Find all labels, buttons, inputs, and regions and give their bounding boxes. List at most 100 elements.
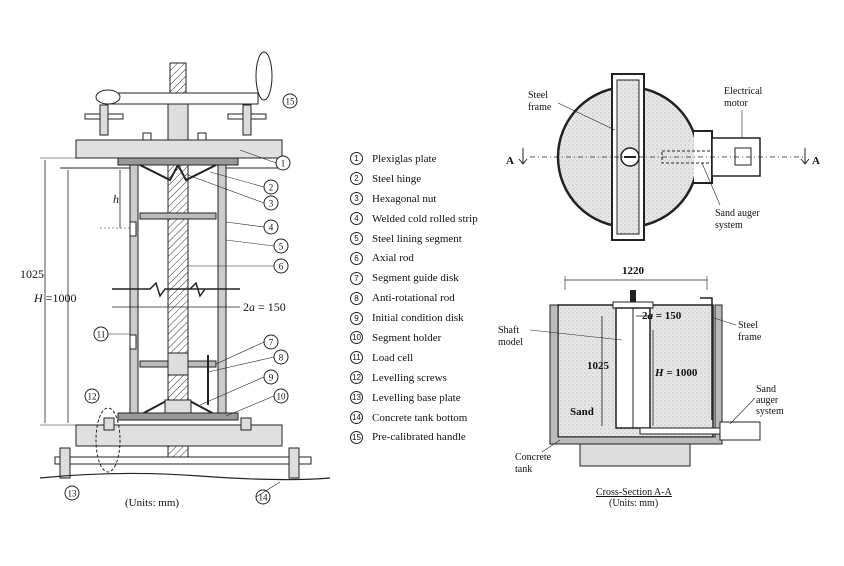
legend-number: 8: [350, 291, 363, 305]
callout-2: 2: [269, 183, 274, 193]
lining-left: [129, 164, 139, 421]
legend-item: 3 Hexagonal nut: [350, 189, 520, 209]
shaft-elevation: 1025 H =1000 h 2a = 150 (Units: mm) 1 2 …: [20, 51, 331, 509]
lining-right: [217, 164, 227, 421]
cs-steel-1: Steel: [738, 320, 758, 331]
legend-label: Steel hinge: [372, 172, 422, 185]
legend-item: 7 Segment guide disk: [350, 268, 520, 288]
plexiglas-plate: [75, 139, 283, 159]
legend-number: 13: [350, 391, 363, 405]
legend-label: Concrete tank bottom: [372, 411, 468, 424]
callout-7: 7: [269, 338, 274, 348]
legend-label: Levelling base plate: [372, 391, 461, 404]
legend-item: 5 Steel lining segment: [350, 229, 520, 249]
legend-number: 2: [350, 172, 363, 186]
handle-bar: [109, 92, 259, 105]
legend-label: Steel lining segment: [372, 232, 462, 245]
legend-label: Anti-rotational rod: [372, 292, 455, 305]
legend-item: 13 Levelling base plate: [350, 388, 520, 408]
legend-item: 14 Concrete tank bottom: [350, 408, 520, 428]
section-a-right: A: [812, 155, 820, 167]
legend-number: 1: [350, 152, 363, 166]
legend-number: 7: [350, 271, 363, 285]
cs-auger-2: auger: [756, 395, 779, 406]
dim-small-h: h: [113, 192, 119, 206]
plan-view: A A Steel frame Electrical motor Sand au…: [506, 73, 820, 241]
callout-4: 4: [269, 223, 274, 233]
legend-label: Pre-calibrated handle: [372, 431, 466, 444]
legend-number: 11: [350, 351, 363, 365]
legend-label: Plexiglas plate: [372, 152, 437, 165]
legend-item: 8 Anti-rotational rod: [350, 288, 520, 308]
cs-units: (Units: mm): [609, 498, 658, 509]
cs-2a: 2a = 150: [642, 310, 682, 322]
levelling-base-plate: [54, 456, 312, 465]
legend-number: 12: [350, 371, 363, 385]
legend-item: 2 Steel hinge: [350, 169, 520, 189]
callout-9: 9: [269, 373, 274, 383]
cs-sand: Sand: [570, 406, 594, 418]
legend-number: 10: [350, 331, 363, 345]
cs-caption: Cross-Section A-A: [596, 487, 673, 498]
cs-shaft-1: Shaft: [498, 325, 519, 336]
legend-item: 10 Segment holder: [350, 328, 520, 348]
legend-label: Levelling screws: [372, 371, 447, 384]
legend-label: Axial rod: [372, 252, 414, 265]
cs-h: H = 1000: [654, 367, 698, 379]
callout-5: 5: [279, 242, 284, 252]
legend-item: 15 Pre-calibrated handle: [350, 427, 520, 447]
plan-motor-1: Electrical: [724, 86, 763, 97]
callout-12: 12: [88, 392, 97, 402]
legend-item: 11 Load cell: [350, 348, 520, 368]
legend-item: 9 Initial condition disk: [350, 308, 520, 328]
legend-label: Hexagonal nut: [372, 192, 437, 205]
legend-number: 5: [350, 232, 363, 245]
legend-number: 15: [350, 430, 363, 444]
callout-13: 13: [68, 489, 78, 499]
dim-h: H =1000: [33, 291, 76, 305]
callout-8: 8: [279, 353, 284, 363]
cs-auger-3: system: [756, 406, 784, 417]
cs-auger-1: Sand: [756, 384, 776, 395]
plan-steel-frame-1: Steel: [528, 90, 548, 101]
cs-1025: 1025: [587, 360, 610, 372]
axial-rod: [167, 164, 189, 421]
legend-number: 3: [350, 192, 363, 206]
legend-number: 4: [350, 212, 363, 226]
callout-3: 3: [269, 199, 274, 209]
legend-label: Segment holder: [372, 331, 442, 344]
legend-label: Segment guide disk: [372, 272, 459, 285]
legend-label: Initial condition disk: [372, 312, 464, 325]
plan-steel-frame-2: frame: [528, 102, 552, 113]
dim-total: 1025: [20, 267, 44, 281]
legend-label: Load cell: [372, 351, 414, 364]
callout-1: 1: [281, 159, 286, 169]
legend-item: 12 Levelling screws: [350, 368, 520, 388]
callout-14: 14: [259, 493, 269, 503]
callout-11: 11: [97, 330, 106, 340]
plan-auger-2: system: [715, 220, 743, 231]
callout-6: 6: [279, 262, 284, 272]
dim-radius: 2a = 150: [243, 300, 286, 314]
plan-motor-2: motor: [724, 98, 749, 109]
callout-10: 10: [277, 392, 287, 402]
callouts: 1 2 3 4 5 6 7 8 9 10 11 12 13 14 15: [64, 93, 298, 505]
legend-number: 9: [350, 311, 363, 325]
legend-label: Welded cold rolled strip: [372, 212, 478, 225]
cs-tank-1: Concrete: [515, 452, 552, 463]
legend-item: 4 Welded cold rolled strip: [350, 209, 520, 229]
legend-number: 14: [350, 411, 363, 425]
left-units: (Units: mm): [125, 497, 179, 509]
legend-item: 1 Plexiglas plate: [350, 149, 520, 169]
legend-item: 6 Axial rod: [350, 248, 520, 268]
callout-15: 15: [286, 97, 296, 107]
section-a-left: A: [506, 155, 514, 167]
cs-tank-2: tank: [515, 464, 532, 475]
cs-width: 1220: [622, 265, 645, 277]
cs-steel-2: frame: [738, 332, 762, 343]
plan-auger-1: Sand auger: [715, 208, 760, 219]
legend-number: 6: [350, 251, 363, 265]
component-legend: 1 Plexiglas plate 2 Steel hinge 3 Hexagonal…: [350, 149, 520, 447]
cross-section-view: 1220 2a = 150 1025 H = 1000 Sand Shaft m…: [498, 265, 784, 509]
